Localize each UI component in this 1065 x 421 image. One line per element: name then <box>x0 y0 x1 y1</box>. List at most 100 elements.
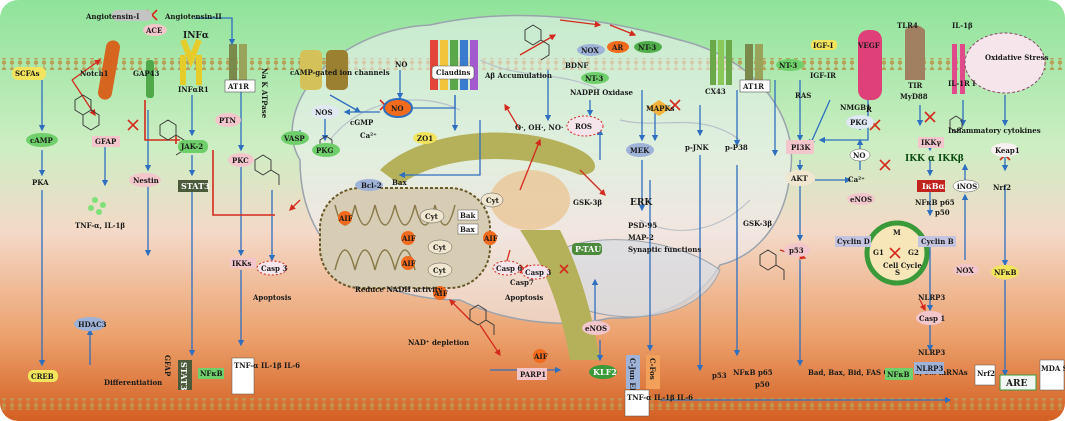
il1b-label: IL-1β <box>952 21 973 30</box>
aif-badges <box>338 211 497 270</box>
gap43-channel-icon <box>146 60 154 98</box>
casp3-mid-label: Casp 3 <box>525 268 551 277</box>
pka-label: PKA <box>32 178 49 187</box>
nad-depletion-label: NAD⁺ depletion <box>408 338 469 347</box>
tnf-il1b-label: TNF-α, IL-1β <box>75 221 125 230</box>
angiotensin-1-label: Angiotensin-I <box>85 12 139 21</box>
nrf2-bottom-label: Nrf2 <box>977 369 995 378</box>
igf1r-label: IGF-IR <box>810 71 836 80</box>
klf2-label: KLF2 <box>593 367 617 377</box>
inos-label: iNOS <box>957 182 977 191</box>
oxidative-stress-burst <box>964 32 1046 94</box>
aif-1-label: AIF <box>338 214 353 223</box>
ikks-label: IKKs <box>232 259 251 268</box>
ikkg-label: IKKγ <box>921 138 941 147</box>
gsk3b-mid-label: GSK-3β <box>573 198 602 207</box>
cyt-2-label: Cyt <box>433 243 447 252</box>
cyclin-d-label: Cyclin D <box>837 237 870 246</box>
infar1-label: INFαR1 <box>178 85 209 94</box>
il1r-label: IL-1R I <box>948 79 976 88</box>
camp-label: cAMP <box>30 136 53 145</box>
tnf-bottom-left-label: TNF-α IL-1β IL-6 <box>234 361 300 370</box>
phase-g1-label: G1 <box>873 248 884 257</box>
gsk3b-right-label: GSK-3β <box>743 219 772 228</box>
casp1-label: Casp 1 <box>919 314 945 323</box>
apoptosis-left-label: Apoptosis <box>252 293 291 302</box>
nlrp3-mid-label: NLRP3 <box>918 293 945 302</box>
cx43-icon <box>710 40 732 85</box>
nt3-right-label: NT-3 <box>779 61 797 70</box>
casp6-label: Casp 6 <box>496 264 522 273</box>
nlrp3-bottom-right-label: NLRP3 <box>916 364 943 373</box>
bcl2-label: Bcl-2 <box>361 181 382 190</box>
il1r-receptor-icon-2 <box>960 44 965 94</box>
map2-label: MAP-2 <box>628 233 654 242</box>
at1r-right-label: AT1R <box>742 82 764 91</box>
nfkb-right-label: NFκB <box>994 268 1017 277</box>
stat3-bottom-label: STAT3 <box>179 362 189 391</box>
mapks-mid-label: MAPKs <box>646 104 675 113</box>
akt-label: AKT <box>790 174 809 183</box>
phase-s-label: S <box>895 268 900 277</box>
corpus-callosum <box>380 132 595 185</box>
bax-top-label: Bax <box>392 178 407 187</box>
il1r-receptor-icon <box>952 44 957 94</box>
tlr4-label: TLR4 <box>897 21 918 30</box>
thalamus <box>490 170 570 230</box>
at1r-left-receptor-icon-2 <box>239 44 247 84</box>
cjun-elk-label: C-Jun ELK <box>628 358 637 400</box>
nuclear-membrane <box>0 398 1065 410</box>
ca2-label: Ca²⁺ <box>360 131 377 140</box>
myd88-label: MyD88 <box>900 92 928 101</box>
cerebellum <box>559 239 721 318</box>
infa-receptor-icon <box>180 38 202 85</box>
at1r-left-receptor-icon <box>229 44 237 84</box>
nfkb-p65-label: NFκB p65 <box>915 198 955 207</box>
camp-channel-icon <box>300 50 322 90</box>
aif-4-label: AIF <box>483 234 498 243</box>
erk-label: ERK <box>630 198 653 208</box>
camp-channel-icon-2 <box>326 50 348 90</box>
igf1-label: IGF-I <box>813 41 833 50</box>
cx43-label: CX43 <box>705 87 726 96</box>
vasp-label: VASP <box>283 134 305 143</box>
infa-label: INFα <box>183 31 209 41</box>
cell-cycle-ring <box>864 220 930 286</box>
radicals-label: O·, OH·, NO· <box>515 123 563 132</box>
creb-label: CREB <box>31 372 54 381</box>
reduce-nadh-label: Reduce NADH activity <box>355 285 443 294</box>
cgmp-label: cGMP <box>350 118 374 127</box>
p53-bottom-label: p53 <box>712 371 727 380</box>
ca2-right-label: Ca²⁺ <box>848 175 865 184</box>
nos-label: NOS <box>315 108 333 117</box>
nlrp3-bottom-label: NLRP3 <box>918 348 945 357</box>
cyt-4-label: Cyt <box>486 196 500 205</box>
tnf-bottom-mid-label: TNF-α IL-1β IL-6 <box>627 393 693 402</box>
mda-sod-label: MDA SOD GST… <box>1041 364 1065 373</box>
pi3k-label: PI3K <box>791 143 811 152</box>
tir-label: TIR <box>908 81 922 90</box>
pkg-right-label: PKG <box>850 118 867 127</box>
notch1-receptor-icon <box>98 40 120 100</box>
nt3-top-label: NT-3 <box>638 43 656 52</box>
claudins-icon <box>430 40 478 90</box>
ar-label: AR <box>611 43 623 52</box>
scfas-label: SCFAs <box>15 69 40 78</box>
ptn-label: PTN <box>219 116 236 125</box>
nfkb-p65-bottom-label: NFκB p65 <box>733 368 773 377</box>
nrf2-top-label: Nrf2 <box>993 183 1011 192</box>
ras-label: RAS <box>795 91 811 100</box>
nestin-label: Nestin <box>133 176 159 185</box>
aif-3-label: AIF <box>401 259 416 268</box>
bdnf-label: BDNF <box>565 61 588 70</box>
cell-cycle-label: Cell Cycle <box>883 261 922 270</box>
psd95-label: PSD-95 <box>628 221 657 230</box>
at1r-right-receptor-icon <box>745 44 753 84</box>
synaptic-label: Synaptic functions <box>628 245 701 254</box>
ab-accumulation-label: Aβ Accumulation <box>484 71 552 80</box>
phase-m-label: M <box>893 228 901 237</box>
nfkb-bottom-left-label: NFκB <box>200 369 223 378</box>
notch1-label: Notch1 <box>80 69 109 78</box>
